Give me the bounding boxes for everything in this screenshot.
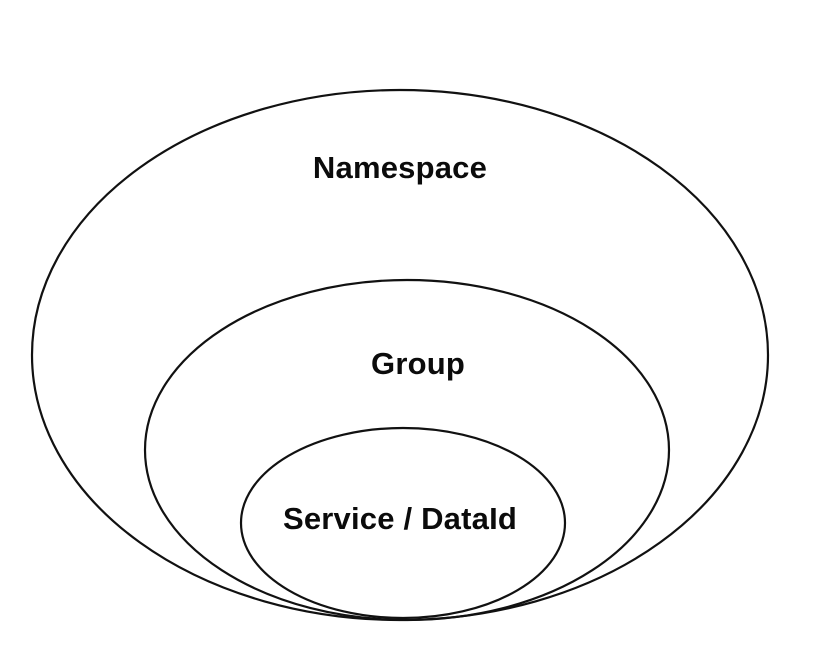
service-dataid-ellipse[interactable] xyxy=(239,426,567,620)
service-dataid-label: Service / DataId xyxy=(283,501,517,536)
group-label: Group xyxy=(371,346,465,381)
group-ellipse[interactable] xyxy=(143,278,671,622)
namespace-label: Namespace xyxy=(313,150,487,185)
